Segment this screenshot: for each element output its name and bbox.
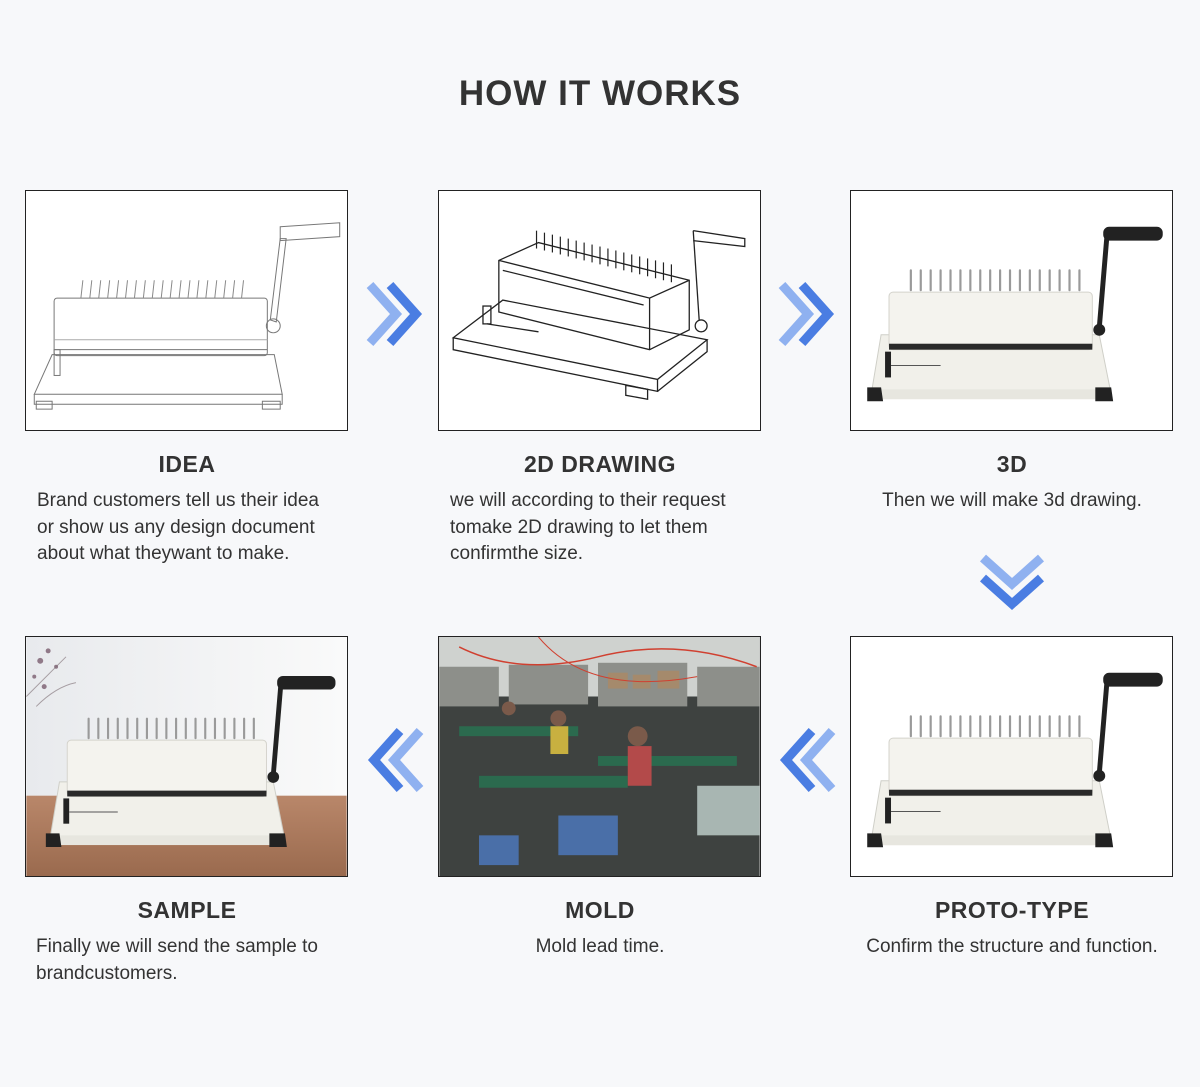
- prototype-image: [850, 636, 1173, 877]
- step-description-idea: Brand customers tell us their idea or sh…: [37, 490, 319, 564]
- idea-image: [25, 190, 348, 431]
- render-binding-machine-icon: [851, 191, 1172, 430]
- chevron-right-icon: [364, 279, 426, 349]
- step-title-3d: 3D: [996, 451, 1028, 477]
- step-description-mold: Mold lead time.: [535, 936, 665, 957]
- step-title-idea: IDEA: [158, 451, 216, 477]
- chevron-down-icon: [977, 552, 1047, 614]
- mold-image: [438, 636, 761, 877]
- step-title-sample: SAMPLE: [137, 897, 237, 923]
- sample-binding-machine-icon: [26, 637, 347, 876]
- step-title-mold: MOLD: [565, 897, 635, 923]
- factory-photo-icon: [439, 637, 760, 876]
- step-title-2d-drawing: 2D DRAWING: [524, 451, 676, 477]
- chevron-right-icon: [776, 279, 838, 349]
- step-description-sample: Finally we will send the sample to brand…: [36, 936, 318, 984]
- sample-image: [25, 636, 348, 877]
- step-description-proto-type: Confirm the structure and function.: [866, 936, 1158, 957]
- page-title: HOW IT WORKS: [458, 74, 742, 113]
- step-title-proto-type: PROTO-TYPE: [934, 897, 1090, 923]
- 2d-drawing-image: [438, 190, 761, 431]
- step-description-3d: Then we will make 3d drawing.: [882, 490, 1142, 511]
- prototype-binding-machine-icon: [851, 637, 1172, 876]
- chevron-left-icon: [776, 725, 838, 795]
- sketch-binding-machine-icon: [26, 191, 347, 430]
- line-drawing-binding-machine-icon: [439, 191, 760, 430]
- step-description-2d-drawing: we will according to their request tomak…: [450, 490, 726, 564]
- chevron-left-icon: [364, 725, 426, 795]
- 3d-image: [850, 190, 1173, 431]
